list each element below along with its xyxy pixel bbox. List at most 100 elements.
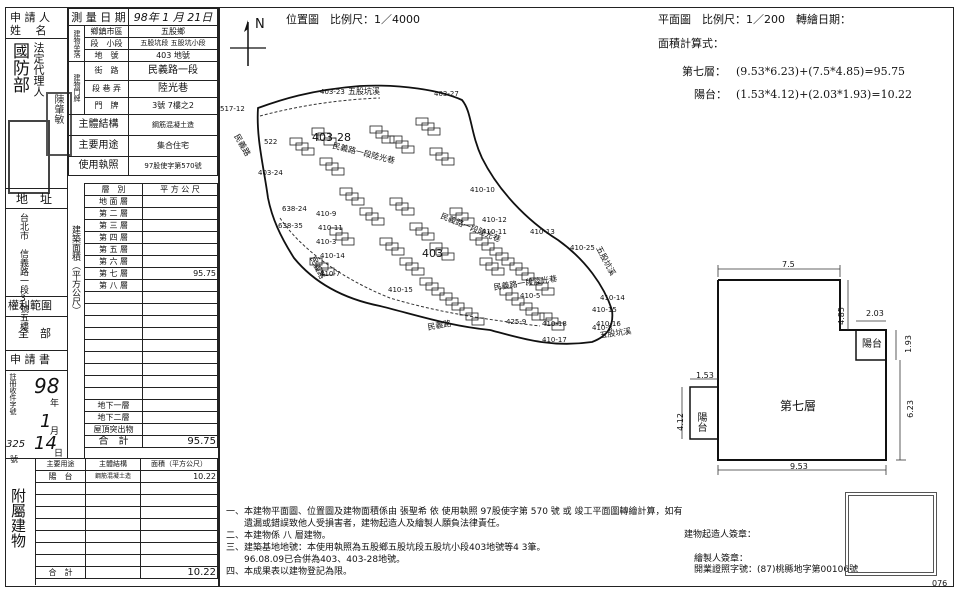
floor-name: 第 三 層 — [84, 219, 143, 232]
floor-area — [142, 255, 218, 268]
number-value: 3號 7樓之2 — [128, 97, 218, 115]
drafter-seal — [845, 492, 937, 576]
floor-area — [142, 195, 218, 208]
attached-use-header: 主要用途 — [35, 458, 86, 471]
stamp-text: 陳肇敏 — [52, 94, 63, 124]
map-building — [491, 267, 505, 276]
map-building — [551, 322, 565, 331]
note-line: 三、建築基地地號：本使用執照為五股鄉五股坑段五股坑小段403地號等4 3筆。 — [226, 543, 546, 553]
lot-label: 425-9 — [506, 318, 526, 326]
basement2: 地下二層 — [84, 411, 143, 424]
receipt-day: 14 — [34, 433, 57, 454]
county-value: 五股鄉 — [128, 25, 218, 38]
dim-623: 6.23 — [905, 400, 915, 418]
use-label: 主要用途 — [68, 135, 129, 157]
lot-label: 410-15 — [592, 306, 617, 314]
lot-label: 410-14 — [320, 252, 345, 260]
map-building — [331, 167, 345, 176]
receipt-no-label: 號 — [10, 455, 18, 464]
formula-bal-label: 陽台： — [694, 88, 727, 101]
floor-row: 第 三 層 — [84, 219, 218, 232]
lot-label: 地 號 — [84, 49, 129, 62]
room-bal-right: 陽台 — [862, 339, 882, 350]
map-building — [531, 312, 545, 321]
structure-value: 鋼筋混凝土造 — [128, 114, 218, 136]
receipt-no-prefix: 325 — [6, 439, 26, 450]
address-value: 台北市 信義路一段3號五樓 — [18, 213, 28, 331]
lot-label: 410-25 — [570, 244, 595, 252]
dim-412: 4.12 — [675, 413, 685, 431]
lot-label: 410-5 — [520, 292, 540, 300]
map-building — [471, 317, 485, 326]
formula-7f: (9.53*6.23)+(7.5*4.85)=95.75 — [736, 65, 906, 78]
floor-area — [142, 231, 218, 244]
use-value: 集合住宅 — [128, 135, 218, 157]
lot-label: 410-10 — [470, 186, 495, 194]
receipt-label: 註冊收件字號 — [9, 373, 17, 415]
date-value: 98年 1 月 21日 — [128, 8, 218, 26]
map-building — [401, 145, 415, 154]
lot-label: 410-11 — [482, 228, 507, 236]
balcony-left — [689, 386, 719, 440]
attached-total-value: 10.22 — [140, 566, 218, 579]
rights-label: 權利範圍 — [8, 299, 52, 312]
area-table: 層 別平 方 公 尺 地 面 層第 二 層第 三 層第 四 層第 五 層第 六 … — [84, 183, 218, 448]
attached-area: 10.22 — [140, 470, 218, 483]
basement1: 地下一層 — [84, 399, 143, 412]
address-label: 地 址 — [16, 192, 53, 206]
map-building — [401, 207, 415, 216]
attached-structure-header: 主體結構 — [85, 458, 141, 471]
dim-193: 1.93 — [903, 335, 913, 353]
building-blocks — [289, 117, 565, 331]
map-building — [461, 217, 475, 226]
map-building — [501, 257, 515, 266]
north-arrow — [230, 20, 266, 66]
north-label: N — [255, 17, 265, 32]
map-building — [323, 137, 337, 146]
lot-main: 403 — [422, 247, 443, 260]
room-7f: 第七層 — [780, 399, 817, 413]
number-label: 門 牌 — [84, 97, 129, 115]
road-label: 民義路 — [427, 318, 452, 332]
note-line: 遺漏或錯誤致他人受損害者，建物起造人及繪製人願負法律責任。 — [226, 519, 506, 529]
map-building — [381, 135, 395, 144]
map-building — [391, 247, 405, 256]
attached-structure: 鋼筋混凝土造 — [85, 470, 141, 483]
right-frame — [219, 7, 954, 587]
floor-area — [142, 207, 218, 220]
street-label: 街 路 — [84, 61, 129, 81]
lot-label: 410-12 — [482, 216, 507, 224]
lot-label: 410-16 — [596, 320, 621, 328]
applicant-label: 申 請 人 姓 名 — [10, 11, 50, 38]
floor-row: 第 二 層 — [84, 207, 218, 220]
floor-name: 地 面 層 — [84, 195, 143, 208]
map-building — [341, 237, 355, 246]
notes-block: 一、本建物平面圖、位置圖及建物面積係由 張聖希 依 使用執照 97股使字第 57… — [226, 504, 786, 577]
formula-7f-label: 第七層： — [682, 65, 726, 78]
floor-7-outline — [717, 279, 887, 461]
street-value: 民義路一段 — [128, 61, 218, 81]
builder-sign-label: 建物起造人簽章： — [684, 530, 757, 540]
dim-153: 1.53 — [696, 371, 714, 380]
road-label: 五股坑溪 — [599, 326, 632, 340]
receipt-day-unit: 日 — [54, 449, 64, 459]
floor-name: 第 四 層 — [84, 231, 143, 244]
road-label: 民義路 — [232, 132, 253, 158]
map-building — [351, 197, 365, 206]
door-label: 建物門牌 — [68, 61, 85, 115]
note-line: 一、本建物平面圖、位置圖及建物面積係由 張聖希 依 使用執照 97股使字第 57… — [226, 507, 683, 517]
lot-label: 403-24 — [258, 169, 283, 177]
lane-value: 陸光巷 — [128, 80, 218, 98]
floor-header: 層 別 — [84, 183, 143, 196]
date-label: 測 量 日 期 — [68, 8, 129, 26]
floor-row: 第 八 層 — [84, 279, 218, 292]
floor-name: 第 六 層 — [84, 255, 143, 268]
dim-485: 4.85 — [836, 307, 846, 325]
lot-label: 638-24 — [282, 205, 307, 213]
roof: 屋頂突出物 — [84, 423, 143, 436]
formula-bal: (1.53*4.12)+(2.03*1.93)=10.22 — [736, 88, 913, 101]
calc-label: 面積計算式： — [658, 37, 724, 50]
floor-row: 地 面 層 — [84, 195, 218, 208]
